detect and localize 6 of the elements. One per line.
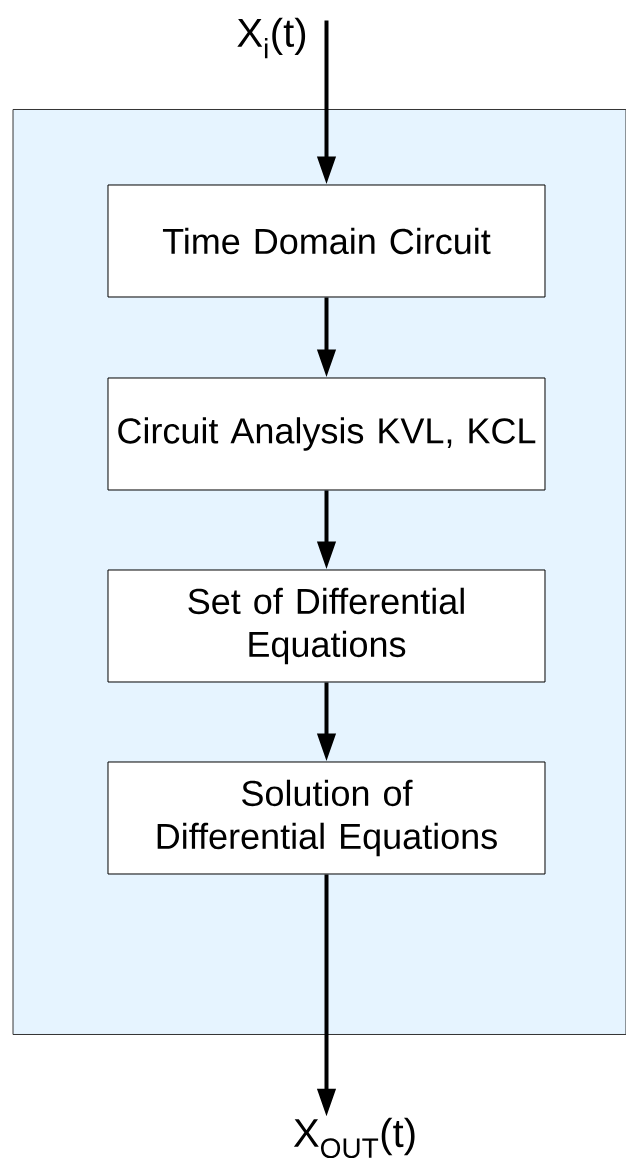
process-box: Solution of Differential Equations [107, 761, 546, 875]
process-box: Time Domain Circuit [107, 184, 546, 298]
process-box: Circuit Analysis KVL, KCL [107, 377, 546, 491]
signal-label: X$_{i}$(t) [237, 17, 306, 59]
process-box: Set of Differential Equations [107, 569, 546, 683]
signal-label: X$_{OUT}$(t) [293, 1117, 415, 1159]
